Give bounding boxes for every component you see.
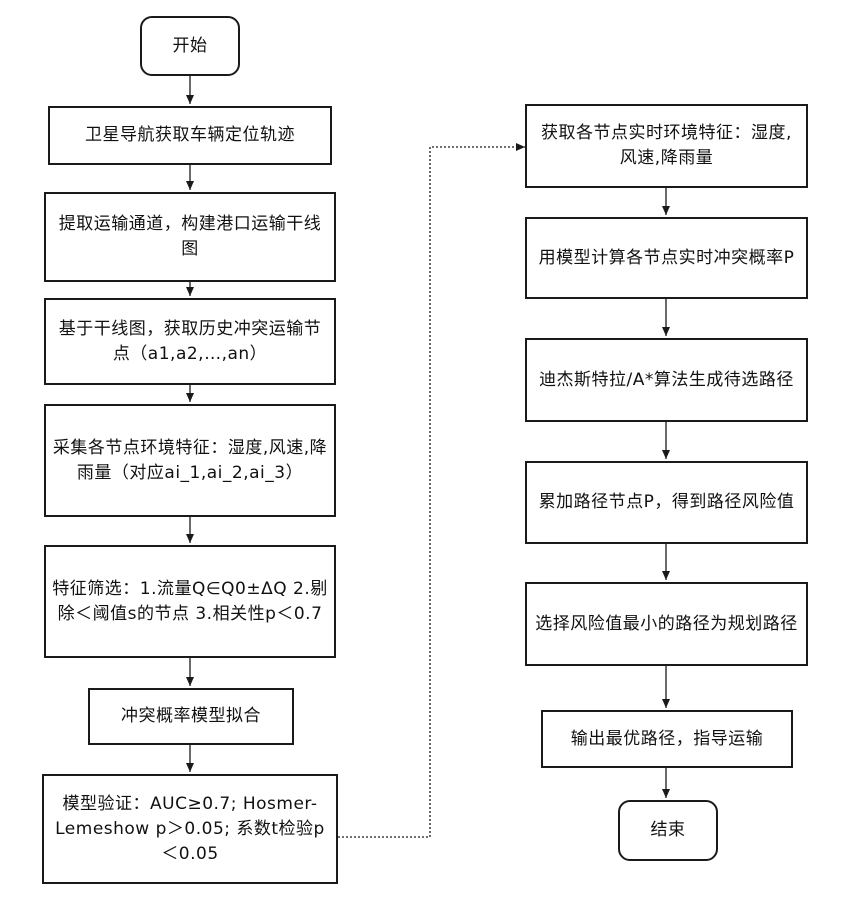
- validate-step: 模型验证：AUC≥0.7; Hosmer-Lemeshow p＞0.05; 系数…: [42, 774, 338, 884]
- screen-step-text: 特征筛选：1.流量Q∈Q0±ΔQ 2.剔除＜阈值s的节点 3.相关性p＜0.7: [52, 577, 328, 627]
- compute-step-text: 用模型计算各节点实时冲突概率P: [539, 246, 795, 271]
- start-node-text: 开始: [173, 34, 208, 59]
- start-node: 开始: [140, 16, 240, 76]
- output-step: 输出最优路径，指导运输: [541, 710, 793, 768]
- select-step: 选择风险值最小的路径为规划路径: [525, 582, 808, 666]
- validate-step-text: 模型验证：AUC≥0.7; Hosmer-Lemeshow p＞0.05; 系数…: [50, 792, 330, 867]
- collect-step: 采集各节点环境特征：湿度,风速,降雨量（对应ai_1,ai_2,ai_3）: [44, 404, 336, 517]
- dijkstra-step: 迪杰斯特拉/A*算法生成待选路径: [525, 338, 808, 422]
- gnss-step-text: 卫星导航获取车辆定位轨迹: [85, 123, 295, 148]
- realtime-step: 获取各节点实时环境特征：湿度,风速,降雨量: [525, 104, 808, 188]
- arrow-validate-to-realtime: [338, 147, 525, 837]
- realtime-step-text: 获取各节点实时环境特征：湿度,风速,降雨量: [533, 121, 800, 171]
- extract-step-text: 提取运输通道，构建港口运输干线图: [52, 212, 328, 262]
- extract-step: 提取运输通道，构建港口运输干线图: [44, 192, 336, 282]
- screen-step: 特征筛选：1.流量Q∈Q0±ΔQ 2.剔除＜阈值s的节点 3.相关性p＜0.7: [44, 545, 336, 658]
- accumulate-step: 累加路径节点P，得到路径风险值: [525, 461, 808, 544]
- select-step-text: 选择风险值最小的路径为规划路径: [535, 612, 798, 637]
- history-step: 基于干线图，获取历史冲突运输节点（a1,a2,…,an）: [44, 298, 336, 385]
- accumulate-step-text: 累加路径节点P，得到路径风险值: [539, 490, 795, 515]
- compute-step: 用模型计算各节点实时冲突概率P: [525, 217, 808, 299]
- output-step-text: 输出最优路径，指导运输: [571, 727, 764, 752]
- gnss-step: 卫星导航获取车辆定位轨迹: [48, 106, 332, 165]
- dijkstra-step-text: 迪杰斯特拉/A*算法生成待选路径: [539, 368, 794, 393]
- history-step-text: 基于干线图，获取历史冲突运输节点（a1,a2,…,an）: [52, 317, 328, 367]
- fit-step: 冲突概率模型拟合: [88, 688, 294, 745]
- fit-step-text: 冲突概率模型拟合: [121, 704, 261, 729]
- end-node: 结束: [618, 800, 718, 861]
- collect-step-text: 采集各节点环境特征：湿度,风速,降雨量（对应ai_1,ai_2,ai_3）: [52, 436, 328, 486]
- end-node-text: 结束: [651, 818, 686, 843]
